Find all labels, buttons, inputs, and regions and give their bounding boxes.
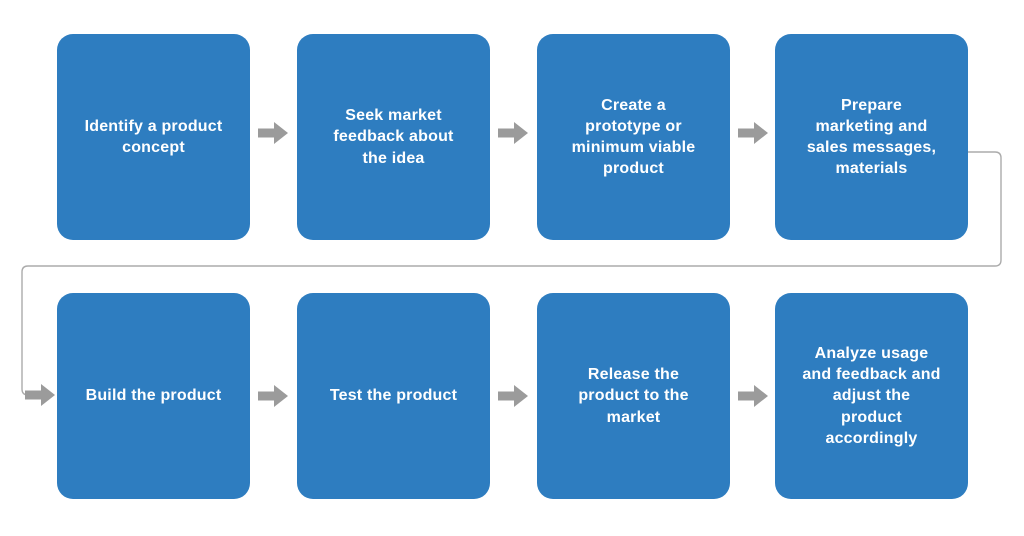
flow-step-create-prototype: Create a prototype or minimum viable pro… xyxy=(537,34,730,240)
flow-step-label: Seek market feedback about the idea xyxy=(333,107,454,167)
flow-step-label: Prepare marketing and sales messages, ma… xyxy=(806,96,937,178)
flow-step-test-product: Test the product xyxy=(297,293,490,499)
flow-step-prepare-marketing: Prepare marketing and sales messages, ma… xyxy=(775,34,968,240)
arrow-right-icon xyxy=(258,122,288,144)
flow-step-identify-concept: Identify a product concept xyxy=(57,34,250,240)
flow-step-release-product: Release the product to the market xyxy=(537,293,730,499)
flow-step-analyze-adjust: Analyze usage and feedback and adjust th… xyxy=(775,293,968,499)
arrow-right-icon xyxy=(258,385,288,407)
flow-step-build-product: Build the product xyxy=(57,293,250,499)
flow-step-label: Identify a product concept xyxy=(84,117,223,156)
flow-step-label: Test the product xyxy=(329,387,458,405)
flow-step-label: Create a prototype or minimum viable pro… xyxy=(571,96,696,178)
arrow-right-icon xyxy=(738,122,768,144)
flow-step-label: Release the product to the market xyxy=(578,366,689,426)
flow-step-label: Analyze usage and feedback and adjust th… xyxy=(802,345,941,447)
arrow-right-icon xyxy=(498,385,528,407)
arrow-right-icon xyxy=(738,385,768,407)
flow-step-seek-feedback: Seek market feedback about the idea xyxy=(297,34,490,240)
arrow-right-icon xyxy=(25,384,55,406)
arrow-right-icon xyxy=(498,122,528,144)
flow-step-label: Build the product xyxy=(85,387,222,405)
